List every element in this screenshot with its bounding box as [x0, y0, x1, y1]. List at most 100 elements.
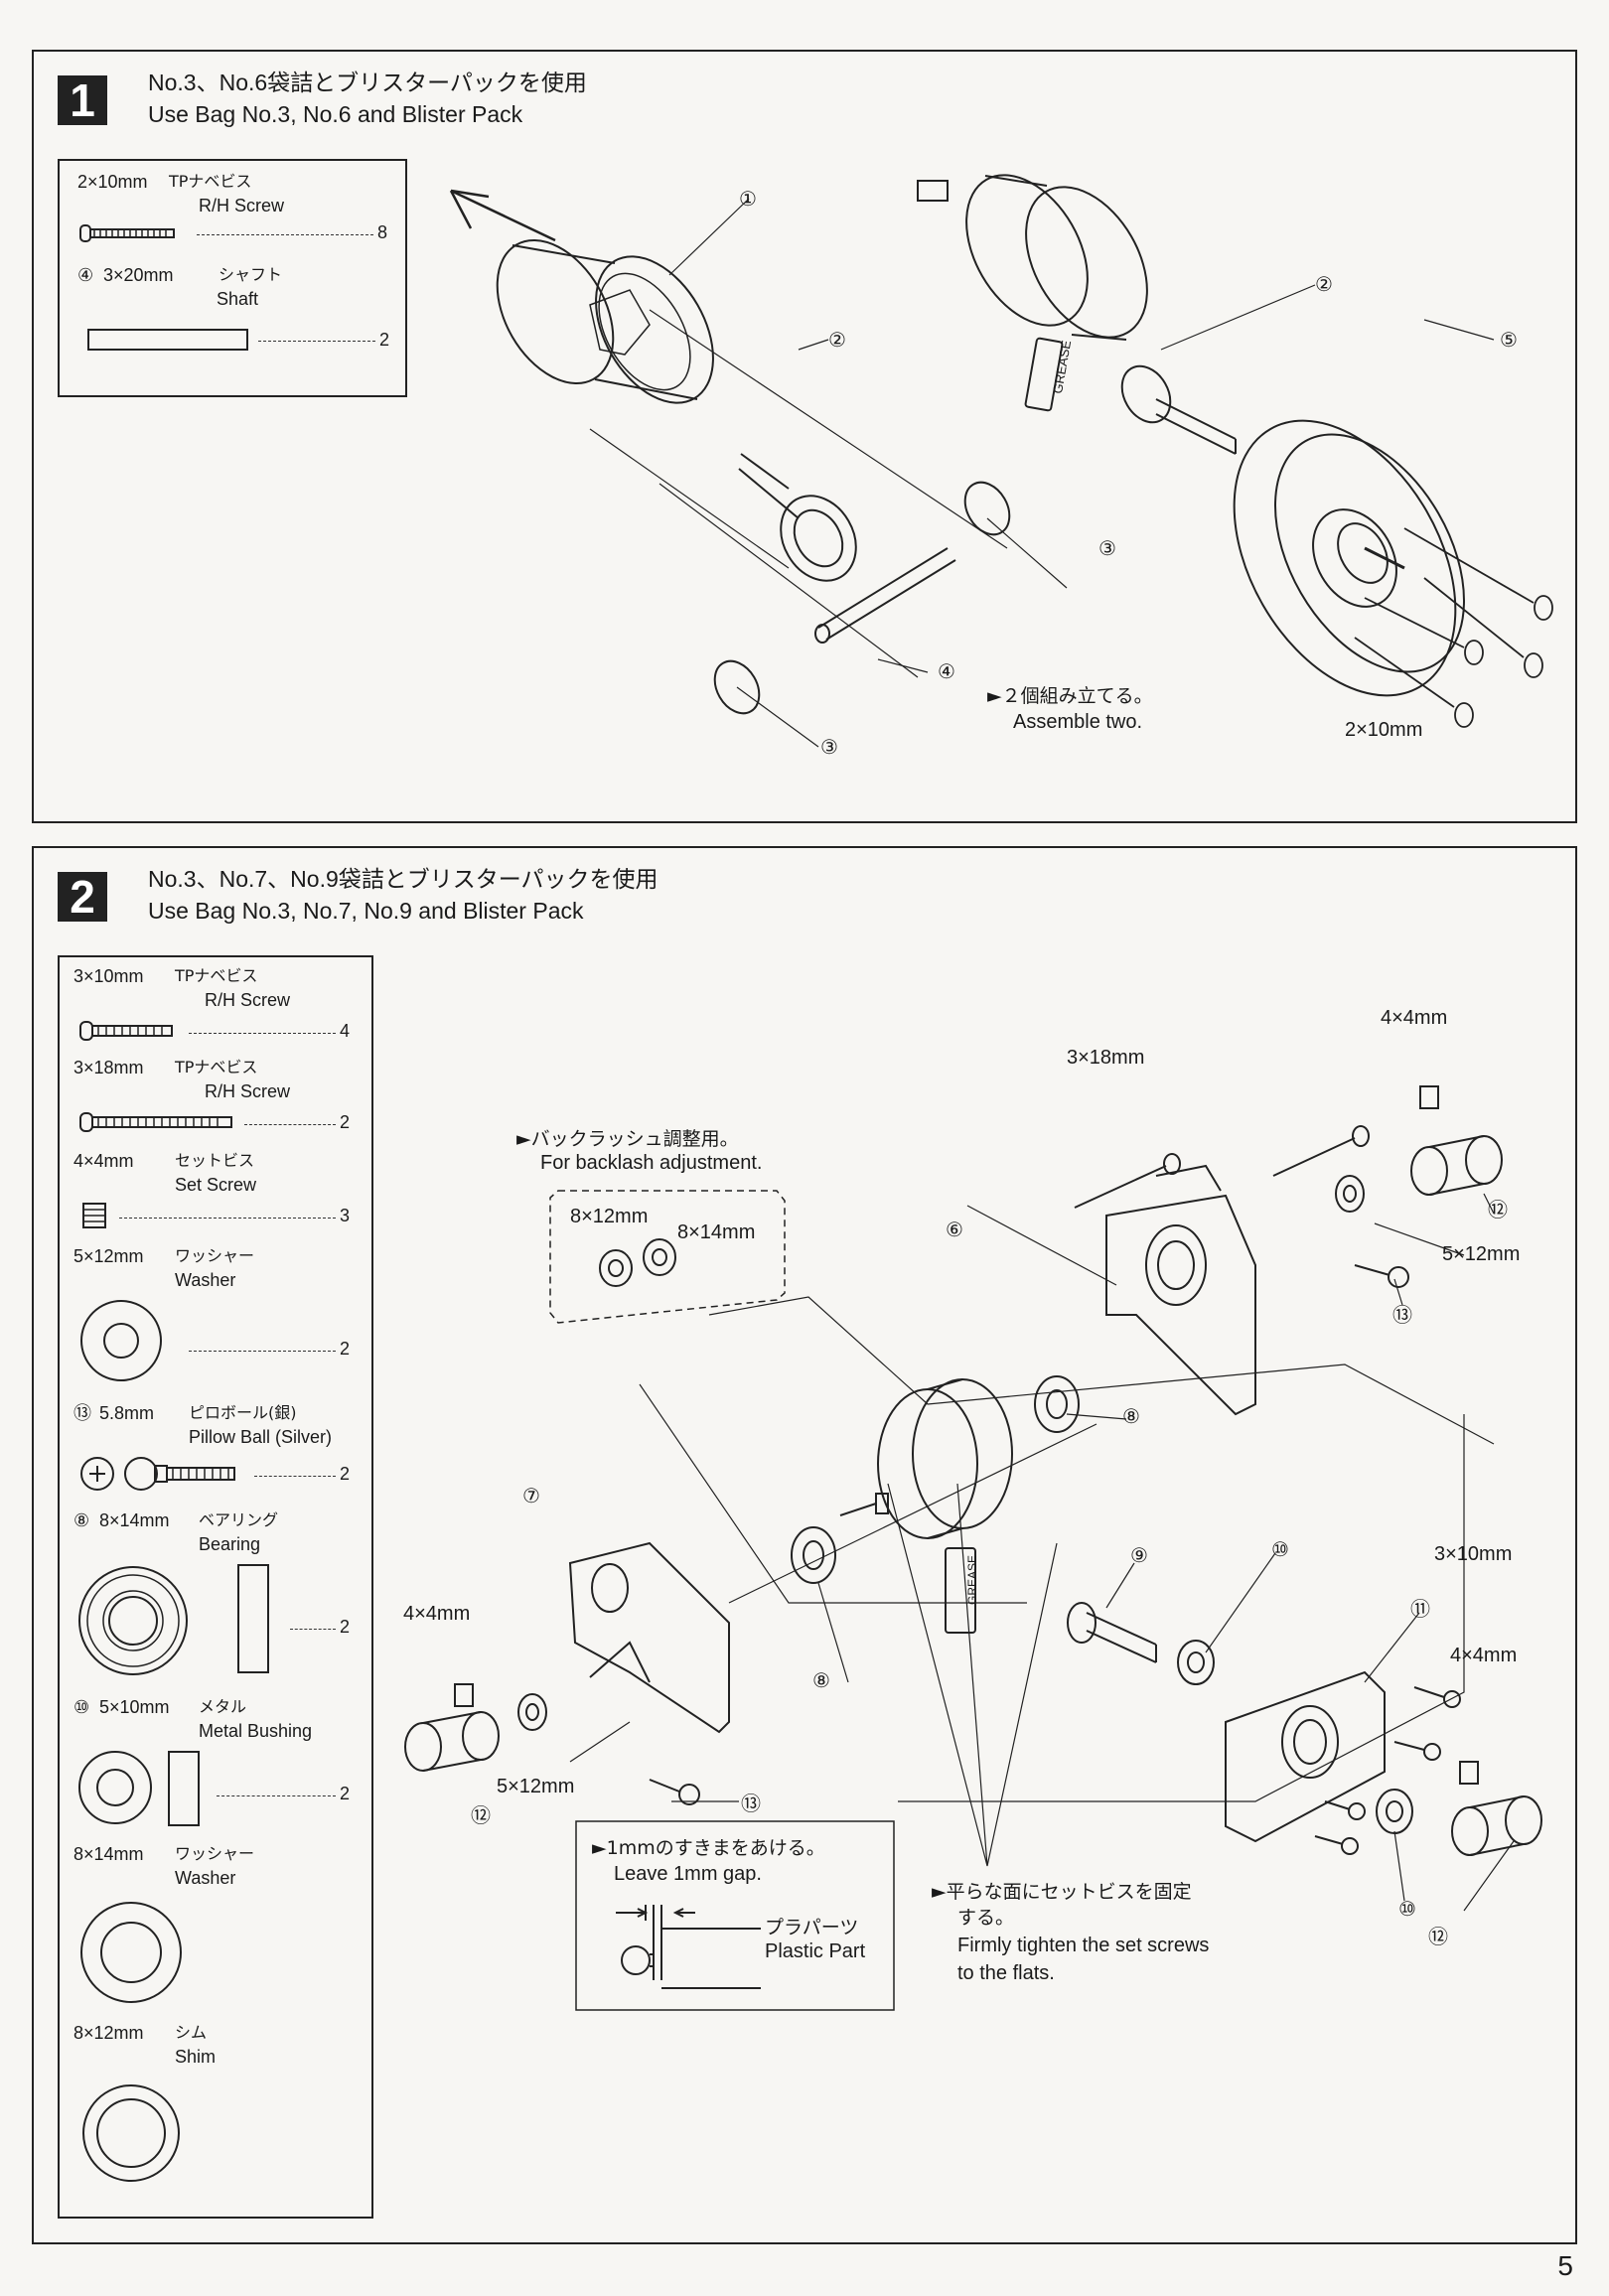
shaft-icon — [87, 329, 248, 351]
part-qty: 8 — [377, 222, 388, 242]
parts-list: 2×10mm TPナベビス R/H Screw 8 ④ 3×20mm シャフト … — [58, 159, 407, 397]
callout-3: ③ — [820, 737, 838, 759]
screw-icon — [79, 1021, 173, 1041]
callout-1: ① — [739, 189, 757, 211]
callout-2: ② — [1315, 274, 1333, 296]
dim-label: 4×4mm — [403, 1603, 471, 1625]
step-1-panel: 1 No.3、No.6袋詰とブリスターパックを使用 Use Bag No.3, … — [32, 50, 1577, 823]
grease-tube-label: GREASE — [965, 1554, 980, 1606]
screw-size-label: 2×10mm — [1345, 719, 1423, 741]
part-ref: ⑩ — [73, 1697, 90, 1717]
part-size: 8×14mm — [73, 1844, 144, 1864]
part-name-jp: ワッシャー — [175, 1844, 255, 1863]
backlash-note-jp: ►バックラッシュ調整用。 — [516, 1128, 739, 1150]
step-number: 2 — [58, 872, 107, 922]
gap-note-jp: ►1mmのすきまをあける。 — [592, 1837, 825, 1859]
part-name-jp: TPナベビス — [169, 172, 252, 191]
part-name-jp: シャフト — [219, 265, 283, 284]
part-size: 4×4mm — [73, 1151, 134, 1171]
part-size: 5×10mm — [99, 1697, 170, 1717]
part-name-en: Shaft — [217, 289, 259, 309]
part-name-jp: ベアリング — [199, 1510, 279, 1529]
plastic-part-en: Plastic Part — [765, 1940, 866, 1962]
qty-leader — [217, 1795, 336, 1796]
flats-note-en: Firmly tighten the set screws — [957, 1935, 1210, 1956]
qty-leader — [254, 1476, 336, 1477]
qty-leader — [197, 234, 373, 235]
callout-13: ⑬ — [1392, 1305, 1412, 1327]
part-name-en: R/H Screw — [205, 1081, 291, 1101]
step-number: 1 — [58, 75, 107, 125]
gearbox-exploded-diagram — [404, 1085, 1542, 2011]
callout-10: ⑩ — [1398, 1899, 1416, 1921]
part-size: 5.8mm — [99, 1403, 155, 1423]
callout-7: ⑦ — [522, 1486, 540, 1507]
part-name-jp: TPナベビス — [175, 966, 258, 985]
shim-label: 8×12mm — [570, 1206, 649, 1227]
dim-label: 3×10mm — [1434, 1543, 1513, 1565]
part-name-en: Metal Bushing — [199, 1721, 313, 1741]
washer-icon — [80, 1300, 162, 1381]
page-number: 5 — [1557, 2250, 1573, 2281]
part-name-en: Shim — [175, 2047, 217, 2067]
part-qty: 2 — [340, 1339, 351, 1359]
step-2-panel: 2 No.3、No.7、No.9袋詰とブリスターパックを使用 Use Bag N… — [32, 846, 1577, 2244]
screw-icon — [79, 224, 175, 242]
callout-11: ⑪ — [1410, 1599, 1430, 1621]
callout-5: ⑤ — [1500, 330, 1518, 352]
callout-4: ④ — [938, 661, 955, 683]
step-title-en: Use Bag No.3, No.6 and Blister Pack — [148, 101, 523, 127]
part-name-en: Washer — [175, 1868, 236, 1888]
part-name-jp: ピロボール(銀) — [189, 1403, 297, 1422]
screw-icon — [79, 1112, 232, 1132]
qty-leader — [189, 1351, 336, 1352]
part-name-en: Pillow Ball (Silver) — [189, 1427, 333, 1447]
plastic-part-jp: プラパーツ — [765, 1917, 859, 1938]
part-name-jp: シム — [175, 2023, 208, 2042]
dim-label: 4×4mm — [1381, 1007, 1448, 1029]
dim-label: 3×18mm — [1067, 1047, 1145, 1069]
callout-8: ⑧ — [1122, 1406, 1140, 1428]
qty-leader — [119, 1218, 336, 1219]
part-size: 5×12mm — [73, 1246, 144, 1266]
part-size: 8×14mm — [99, 1510, 170, 1530]
callout-8: ⑧ — [812, 1670, 830, 1692]
step-title-jp: No.3、No.6袋詰とブリスターパックを使用 — [148, 70, 587, 95]
part-ref: ⑧ — [73, 1510, 90, 1530]
part-qty: 2 — [340, 1784, 351, 1803]
callout-9: ⑨ — [1130, 1545, 1148, 1567]
callout-2: ② — [828, 330, 846, 352]
part-name-en: Washer — [175, 1270, 236, 1290]
part-name-en: R/H Screw — [205, 990, 291, 1010]
callout-6: ⑥ — [946, 1220, 963, 1241]
part-ref: ④ — [77, 265, 94, 285]
part-name-jp: ワッシャー — [175, 1246, 255, 1265]
assembly-note-jp: ►２個組み立てる。 — [987, 685, 1153, 707]
callout-12: ⑫ — [1488, 1200, 1508, 1221]
part-qty: 2 — [340, 1617, 351, 1637]
pillow-ball-icon — [80, 1457, 235, 1491]
step-title-jp: No.3、No.7、No.9袋詰とブリスターパックを使用 — [148, 866, 658, 892]
part-name-jp: セットビス — [175, 1151, 255, 1170]
dim-label: 4×4mm — [1450, 1645, 1518, 1666]
assembly-note-en: Assemble two. — [1013, 711, 1143, 733]
part-name-en: Set Screw — [175, 1175, 257, 1195]
part-qty: 2 — [340, 1112, 351, 1132]
part-size: 3×18mm — [73, 1058, 144, 1077]
gap-note-en: Leave 1mm gap. — [614, 1863, 762, 1885]
part-name-en: R/H Screw — [199, 196, 285, 215]
gap-detail-icon — [616, 1905, 761, 1989]
qty-leader — [244, 1124, 336, 1125]
shim-label: 8×14mm — [677, 1221, 756, 1243]
flats-note-en-2: to the flats. — [957, 1962, 1055, 1984]
part-qty: 3 — [340, 1206, 351, 1225]
part-ref: ⑬ — [73, 1403, 91, 1423]
dim-label: 5×12mm — [1442, 1243, 1521, 1265]
step-title-en: Use Bag No.3, No.7, No.9 and Blister Pac… — [148, 898, 584, 924]
qty-leader — [290, 1629, 336, 1630]
part-qty: 4 — [340, 1021, 351, 1041]
callout-12: ⑫ — [471, 1805, 491, 1827]
callout-10: ⑩ — [1271, 1539, 1289, 1561]
washer-icon — [80, 1902, 182, 2003]
qty-leader — [258, 341, 375, 342]
